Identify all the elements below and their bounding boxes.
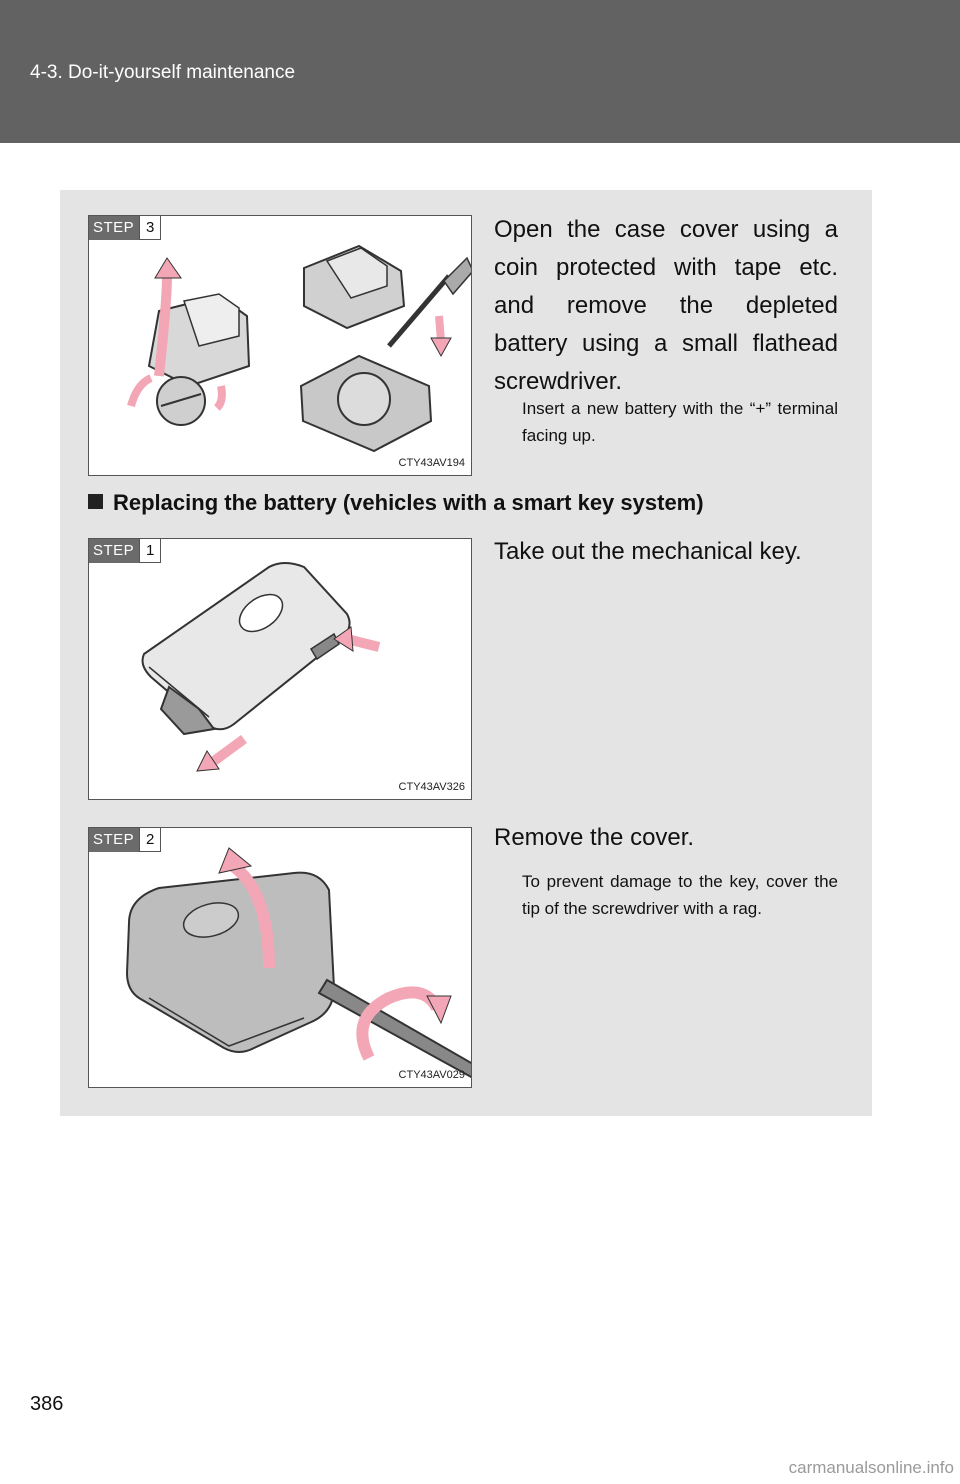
square-bullet-icon <box>88 494 103 509</box>
figure-code: CTY43AV029 <box>398 1069 465 1081</box>
step2-note: To prevent damage to the key, cover the … <box>522 872 838 918</box>
battery-replacement-illustration <box>127 244 471 453</box>
section-heading: Replacing the battery (vehicles with a s… <box>88 490 704 516</box>
step1-instruction: Take out the mechanical key. <box>494 538 802 565</box>
remove-cover-illustration <box>125 847 471 1079</box>
step-number: 1 <box>139 539 162 563</box>
section-heading-text: Replacing the battery (vehicles with a s… <box>113 490 704 515</box>
smart-key-illustration <box>141 562 381 772</box>
step-number: 2 <box>139 828 162 852</box>
figure-code: CTY43AV326 <box>398 781 465 793</box>
step-badge: STEP 1 <box>89 539 162 563</box>
figure-code: CTY43AV194 <box>398 457 465 469</box>
step-label: STEP <box>89 828 140 852</box>
step1-figure: STEP 1 CTY43AV326 <box>88 538 472 800</box>
step2-instruction: Remove the cover. <box>494 824 695 851</box>
step-badge: STEP 3 <box>89 216 162 240</box>
step-badge: STEP 2 <box>89 828 162 852</box>
watermark: carmanualsonline.info <box>788 1458 954 1477</box>
step3-instruction: Open the case cover using a coin protect… <box>494 216 838 395</box>
chapter-title: 4-3. Do-it-yourself maintenance <box>30 62 296 83</box>
step-label: STEP <box>89 539 140 563</box>
step-number: 3 <box>139 216 162 240</box>
page-header: 4-3. Do-it-yourself maintenance <box>0 0 960 143</box>
step3-figure: STEP 3 CTY43AV194 <box>88 215 472 476</box>
step-label: STEP <box>89 216 140 240</box>
step3-note: Insert a new battery with the “+” termin… <box>522 399 838 445</box>
page-number: 386 <box>30 1393 64 1415</box>
step2-figure: STEP 2 CTY43AV029 <box>88 827 472 1088</box>
